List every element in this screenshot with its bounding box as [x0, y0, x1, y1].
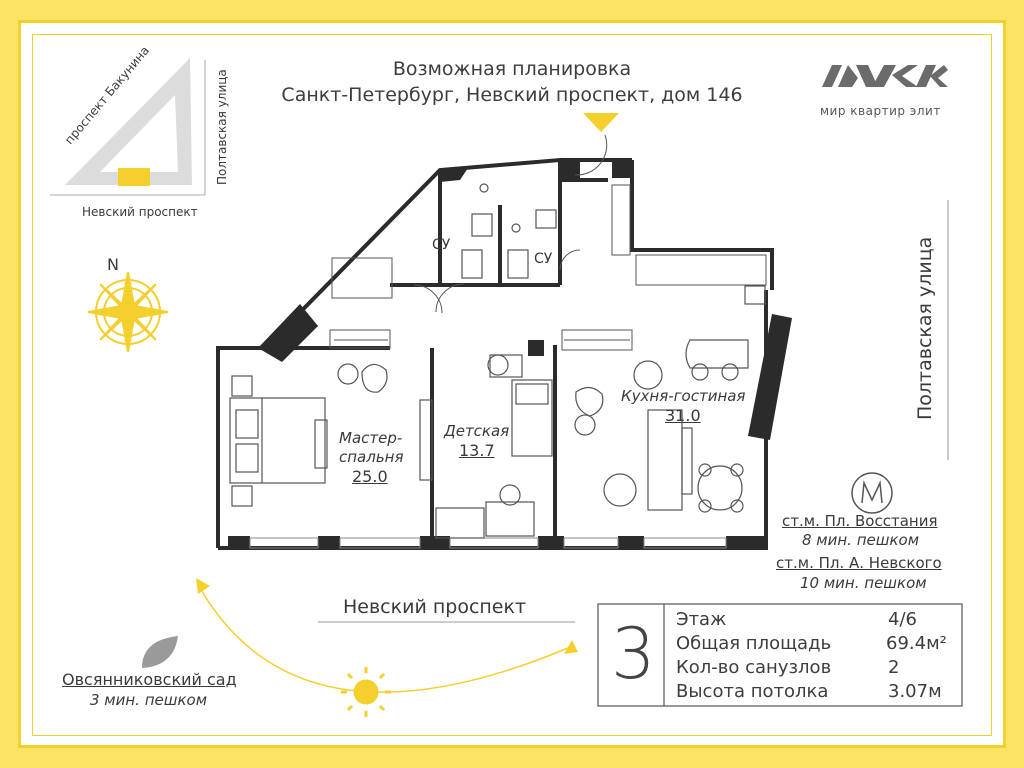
minimap — [50, 58, 206, 196]
room-master-label-2: спальня — [339, 448, 404, 466]
metro-time-1: 8 мин. пешком — [802, 531, 920, 549]
room-wc2-label: СУ — [534, 251, 553, 267]
bathroom-fixtures-icon — [461, 183, 557, 279]
info-label-ceiling: Высота потолка — [676, 681, 829, 702]
room-kids-area: 13.7 — [459, 441, 495, 460]
sun-path-start-arrow — [196, 578, 210, 594]
minimap-street-poltavskaya: Полтавская улица — [215, 69, 229, 185]
metro-station-2: ст.м. Пл. А. Невского — [776, 554, 942, 572]
rooms-count: 3 — [611, 613, 656, 695]
info-label-area: Общая площадь — [676, 633, 832, 654]
compass-rose-icon — [87, 271, 169, 353]
armchair-icon — [337, 354, 663, 436]
minimap-street-nevsky: Невский проспект — [82, 205, 198, 219]
info-value-area: 69.4м² — [886, 633, 947, 654]
info-value-bathrooms: 2 — [888, 657, 900, 678]
sun-path-end-arrow — [564, 640, 578, 654]
street-poltavskaya-label: Полтавская улица — [914, 236, 936, 420]
garden-name: Овсянниковский сад — [62, 670, 237, 689]
wall-blocks — [228, 160, 792, 550]
info-label-floor: Этаж — [676, 609, 727, 630]
logo-tagline: мир квартир элит — [820, 104, 941, 118]
info-label-bathrooms: Кол-во санузлов — [676, 657, 832, 678]
title-line-1: Возможная планировка — [392, 58, 632, 80]
entrance-arrow-icon — [583, 113, 619, 132]
room-kitchen-label: Кухня-гостиная — [621, 387, 746, 405]
inner-frame — [32, 34, 992, 736]
leaf-icon — [142, 636, 178, 668]
closets — [329, 184, 767, 351]
kids-bed-icon — [419, 354, 553, 539]
compass-north-label: N — [107, 255, 119, 274]
room-kitchen-area: 31.0 — [665, 406, 701, 425]
info-box — [597, 603, 963, 707]
sun-path — [199, 587, 569, 693]
street-nevsky-label: Невский проспект — [343, 596, 527, 618]
info-value-floor: 4/6 — [888, 609, 917, 630]
title-line-2: Санкт-Петербург, Невский проспект, дом 1… — [281, 84, 743, 106]
metro-station-1: ст.м. Пл. Восстания — [782, 512, 938, 530]
room-kids-label: Детская — [444, 422, 510, 440]
room-master-area: 25.0 — [352, 467, 388, 486]
doors — [413, 134, 608, 314]
metro-time-2: 10 мин. пешком — [800, 574, 927, 592]
metro-icon — [851, 472, 893, 514]
garden-time: 3 мин. пешком — [90, 691, 208, 709]
bed-icon — [229, 375, 328, 507]
room-wc1-label: СУ — [432, 237, 451, 253]
kitchen-furniture-icon — [603, 285, 766, 513]
windows — [249, 537, 727, 549]
walls — [216, 157, 774, 550]
info-value-ceiling: 3.07м — [888, 681, 942, 702]
room-master-label-1: Мастер- — [339, 429, 403, 447]
